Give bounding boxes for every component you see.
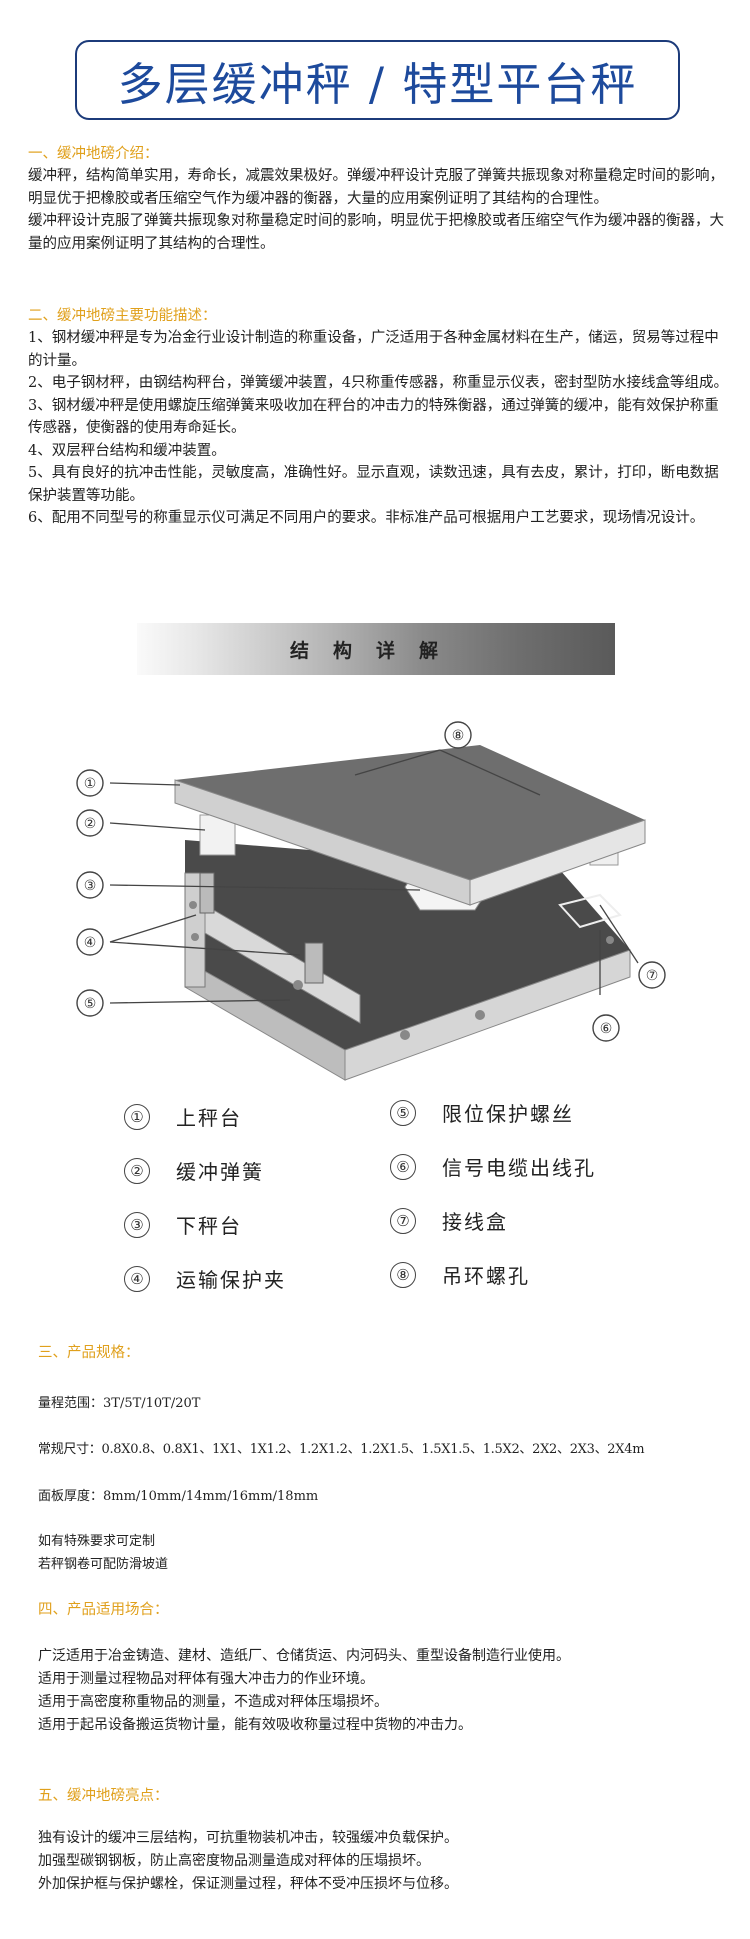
banner-title: 结构详解 (289, 639, 462, 662)
upper-platform-top (175, 745, 645, 880)
list-item: 3、钢材缓冲秤是使用螺旋压缩弹簧来吸收加在秤台的冲击力的特殊衡器，通过弹簧的缓冲… (28, 397, 719, 437)
legend-number: ⑧ (390, 1261, 416, 1288)
diagram-marker-circle (76, 989, 104, 1017)
limit-bolt (293, 980, 303, 990)
structure-diagram: ① ② ③ ④ ⑤ ⑥ ⑦ ⑧ (76, 721, 666, 1081)
list-item: 独有设计的缓冲三层结构，可抗重物装机冲击，较强缓冲负载保护。 (38, 1830, 458, 1846)
lower-platform-top (185, 840, 630, 1050)
spec-custom: 如有特殊要求可定制 (38, 1534, 156, 1549)
structure-banner: 结构详解 (137, 623, 615, 675)
legend-label: 缓冲弹簧 (176, 1160, 264, 1184)
legend-item: ③ 下秤台 (124, 1210, 242, 1239)
spec-size: 常规尺寸：0.8X0.8、0.8X1、1X1、1X1.2、1.2X1.2、1.2… (38, 1442, 645, 1457)
legend-item: ⑤ 限位保护螺丝 (390, 1098, 574, 1127)
legend-number: ⑤ (390, 1099, 416, 1126)
legend-label: 下秤台 (176, 1214, 242, 1238)
diagram-marker: ① (84, 776, 97, 792)
cable-outlet (606, 936, 614, 944)
section-intro: 一、缓冲地磅介绍： 缓冲秤，结构简单实用，寿命长，减震效果极好。弹缓冲秤设计克服… (28, 143, 728, 255)
diagram-marker-circle (76, 871, 104, 899)
list-item: 外加保护框与保护螺栓，保证测量过程，秤体不受冲压损坏与位移。 (38, 1876, 458, 1892)
legend-item: ① 上秤台 (124, 1102, 242, 1131)
section-highlights: 独有设计的缓冲三层结构，可抗重物装机冲击，较强缓冲负载保护。 加强型碳钢钢板，防… (38, 1827, 738, 1896)
diagram-marker-circle (76, 928, 104, 956)
upper-platform-side (469, 819, 646, 906)
diagram-marker-circle (638, 961, 666, 989)
diagram-marker: ③ (84, 878, 97, 894)
legend-item: ② 缓冲弹簧 (124, 1156, 264, 1185)
parts-legend: ① 上秤台 ② 缓冲弹簧 ③ 下秤台 ④ 运输保护夹 ⑤ 限位保护螺丝 ⑥ 信号… (0, 1090, 750, 1300)
legend-number: ⑥ (390, 1153, 416, 1180)
legend-label: 接线盒 (442, 1210, 508, 1234)
section-heading: 一、缓冲地磅介绍： (28, 146, 159, 162)
intro-paragraph: 缓冲秤，结构简单实用，寿命长，减震效果极好。弹缓冲秤设计克服了弹簧共振现象对称量… (28, 168, 724, 207)
legend-label: 吊环螺孔 (442, 1264, 530, 1288)
transport-clamp-shape (199, 872, 215, 914)
limit-bolt (191, 933, 199, 941)
legend-item: ⑧ 吊环螺孔 (390, 1260, 530, 1289)
legend-label: 限位保护螺丝 (442, 1102, 574, 1126)
junction-box-shape (558, 893, 622, 929)
transport-clamp-shape (304, 942, 324, 984)
diagram-marker: ④ (84, 935, 97, 951)
list-item: 适用于测量过程物品对秤体有强大冲击力的作业环境。 (38, 1671, 374, 1687)
page-title: 多层缓冲秤 / 特型平台秤 (117, 57, 638, 111)
legend-label: 运输保护夹 (176, 1268, 286, 1292)
list-item: 2、电子钢材秤，由钢结构秤台，弹簧缓冲装置，4只称重传感器，称重显示仪表，密封型… (28, 375, 728, 391)
limit-bolt (475, 1010, 485, 1020)
diagram-marker: ⑥ (600, 1021, 613, 1037)
section-heading: 四、产品适用场合： (38, 1602, 169, 1618)
list-item: 1、钢材缓冲秤是专为冶金行业设计制造的称重设备，广泛适用于各种金属材料在生产，储… (28, 330, 719, 369)
diagram-marker: ⑧ (452, 728, 465, 744)
diagram-marker-circle (444, 721, 472, 749)
spec-range: 量程范围：3T/5T/10T/20T (38, 1396, 201, 1411)
legend-item: ⑥ 信号电缆出线孔 (390, 1152, 596, 1181)
list-item: 广泛适用于冶金铸造、建材、造纸厂、仓储货运、内河码头、重型设备制造行业使用。 (38, 1648, 570, 1664)
section-functions: 二、缓冲地磅主要功能描述： 1、钢材缓冲秤是专为冶金行业设计制造的称重设备，广泛… (28, 305, 728, 530)
diagram-marker: ② (84, 816, 97, 832)
title-box: 多层缓冲秤 / 特型平台秤 (75, 40, 680, 120)
legend-number: ① (124, 1103, 150, 1130)
legend-number: ④ (124, 1265, 150, 1292)
diagram-marker: ⑤ (84, 996, 97, 1012)
list-item: 适用于高密度称重物品的测量，不造成对秤体压塌损坏。 (38, 1694, 388, 1710)
legend-item: ④ 运输保护夹 (124, 1264, 286, 1293)
limit-bolt (400, 1030, 410, 1040)
list-item: 6、配用不同型号的称重显示仪可满足不同用户的要求。非标准产品可根据用户工艺要求，… (28, 510, 705, 526)
section-heading: 二、缓冲地磅主要功能描述： (28, 308, 217, 324)
list-item: 适用于起吊设备搬运货物计量，能有效吸收称量过程中货物的冲击力。 (38, 1717, 472, 1733)
legend-label: 信号电缆出线孔 (442, 1156, 596, 1180)
list-item: 5、具有良好的抗冲击性能，灵敏度高，准确性好。显示直观，读数迅速，具有去皮，累计… (28, 465, 719, 504)
diagram-marker-circle (592, 1014, 620, 1042)
lower-platform-side (344, 949, 631, 1081)
legend-number: ② (124, 1157, 150, 1184)
list-item: 加强型碳钢钢板，防止高密度物品测量造成对秤体的压塌损坏。 (38, 1853, 430, 1869)
legend-label: 上秤台 (176, 1106, 242, 1130)
section-applications: 广泛适用于冶金铸造、建材、造纸厂、仓储货运、内河码头、重型设备制造行业使用。 适… (38, 1645, 738, 1737)
list-item: 4、双层秤台结构和缓冲装置。 (28, 442, 226, 459)
section-heading: 五、缓冲地磅亮点： (38, 1788, 169, 1804)
limit-bolt (189, 901, 197, 909)
diagram-marker: ⑦ (646, 968, 659, 984)
legend-item: ⑦ 接线盒 (390, 1206, 508, 1235)
section-heading: 三、产品规格： (38, 1345, 140, 1361)
spec-thickness: 面板厚度：8mm/10mm/14mm/16mm/18mm (38, 1489, 319, 1504)
legend-number: ③ (124, 1211, 150, 1238)
legend-number: ⑦ (390, 1207, 416, 1234)
diagram-marker-circle (76, 769, 104, 797)
spec-antiskid: 若秤钢卷可配防滑坡道 (38, 1557, 169, 1572)
diagram-marker-circle (76, 809, 104, 837)
intro-paragraph: 缓冲秤设计克服了弹簧共振现象对称量稳定时间的影响，明显优于把橡胶或者压缩空气作为… (28, 213, 724, 252)
